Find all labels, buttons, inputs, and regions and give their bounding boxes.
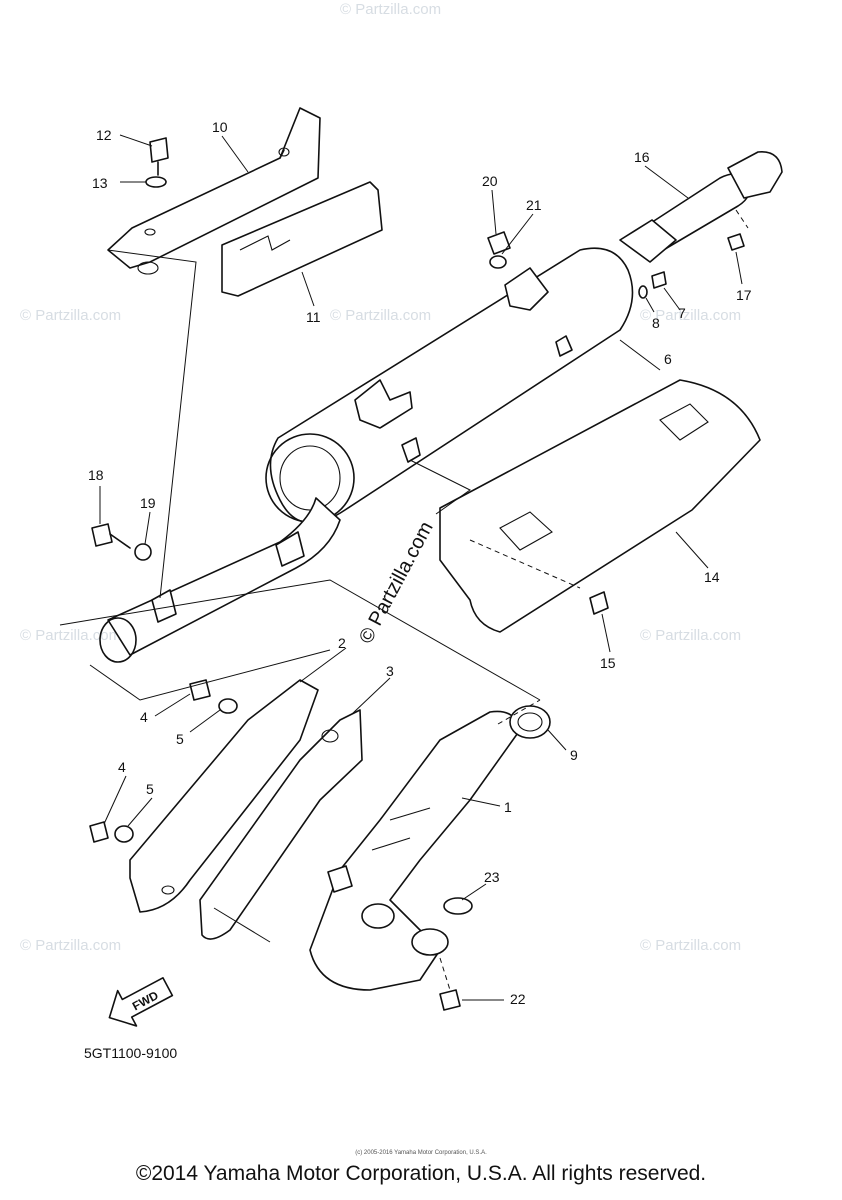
muffler-body [265,247,634,524]
bolt-part-15 [589,591,609,615]
callout-6: 6 [664,351,672,367]
callout-18: 18 [88,467,104,483]
watermark-text: © Partzilla.com [340,1,441,18]
callout-5-upper: 5 [176,731,184,747]
callout-4-lower: 4 [118,759,126,775]
callout-8: 8 [652,315,660,331]
copyright-notice: ©2014 Yamaha Motor Corporation, U.S.A. A… [135,1162,707,1185]
forward-arrow-icon: FWD [108,977,174,1027]
bolt-part-7 [651,271,667,289]
callout-13: 13 [92,175,108,191]
callout-12: 12 [96,127,112,143]
callout-22: 22 [510,991,526,1007]
callout-14: 14 [704,569,720,585]
callout-numbers: 12 13 10 11 20 21 16 17 7 8 6 14 15 18 1… [88,119,752,1007]
bolt-part-18 [91,523,131,549]
callout-1: 1 [504,799,512,815]
bolt-part-20 [487,231,511,255]
watermark-text: © Partzilla.com [640,307,741,324]
bolt-part-4-lower [89,821,109,843]
bracket-part-10 [107,107,321,275]
callout-5-lower: 5 [146,781,154,797]
washer-part-5-lower [114,825,134,843]
protector-part-11 [221,181,383,297]
tailpipe-part-16 [619,151,783,263]
washer-part-5-upper [218,698,238,714]
watermark-text: © Partzilla.com [20,627,121,644]
diagram-code: 5GT1100-9100 [84,1045,177,1061]
callout-leaders [99,134,743,1001]
watermark-text: © Partzilla.com [640,937,741,954]
callout-2: 2 [338,635,346,651]
callout-20: 20 [482,173,498,189]
bolt-part-12 [149,137,169,176]
gasket-part-23 [443,897,473,915]
callout-11: 11 [306,309,321,325]
callout-21: 21 [526,197,542,213]
washer-part-21 [489,255,507,269]
protector-part-2 [129,679,319,913]
watermark-text: © Partzilla.com [640,627,741,644]
callout-9: 9 [570,747,578,763]
flange-upper [361,903,395,929]
assembly-lines [59,209,749,991]
protector-part-3 [199,709,363,940]
callout-7: 7 [678,305,686,321]
callout-3: 3 [386,663,394,679]
middle-pipe [99,497,341,663]
bolt-part-4-upper [189,679,211,701]
washer-part-13 [145,176,167,188]
callout-15: 15 [600,655,616,671]
watermark-text: © Partzilla.com [330,307,431,324]
nut-part-22 [439,989,461,1011]
watermark-text: © Partzilla.com [20,307,121,324]
gasket-part-9 [509,705,551,739]
watermark-text: © Partzilla.com [20,937,121,954]
washer-part-8 [638,285,648,299]
washer-part-19 [134,543,152,561]
callout-16: 16 [634,149,650,165]
watermark-diagonal: © Partzilla.com [355,518,438,647]
callout-17: 17 [736,287,752,303]
callout-4-upper: 4 [140,709,148,725]
callout-23: 23 [484,869,500,885]
callout-10: 10 [212,119,228,135]
bolt-part-17 [727,233,745,251]
flange-lower [411,928,449,956]
small-copyright: (c) 2005-2016 Yamaha Motor Corporation, … [355,1150,487,1156]
callout-19: 19 [140,495,156,511]
protector-part-14 [439,379,761,633]
